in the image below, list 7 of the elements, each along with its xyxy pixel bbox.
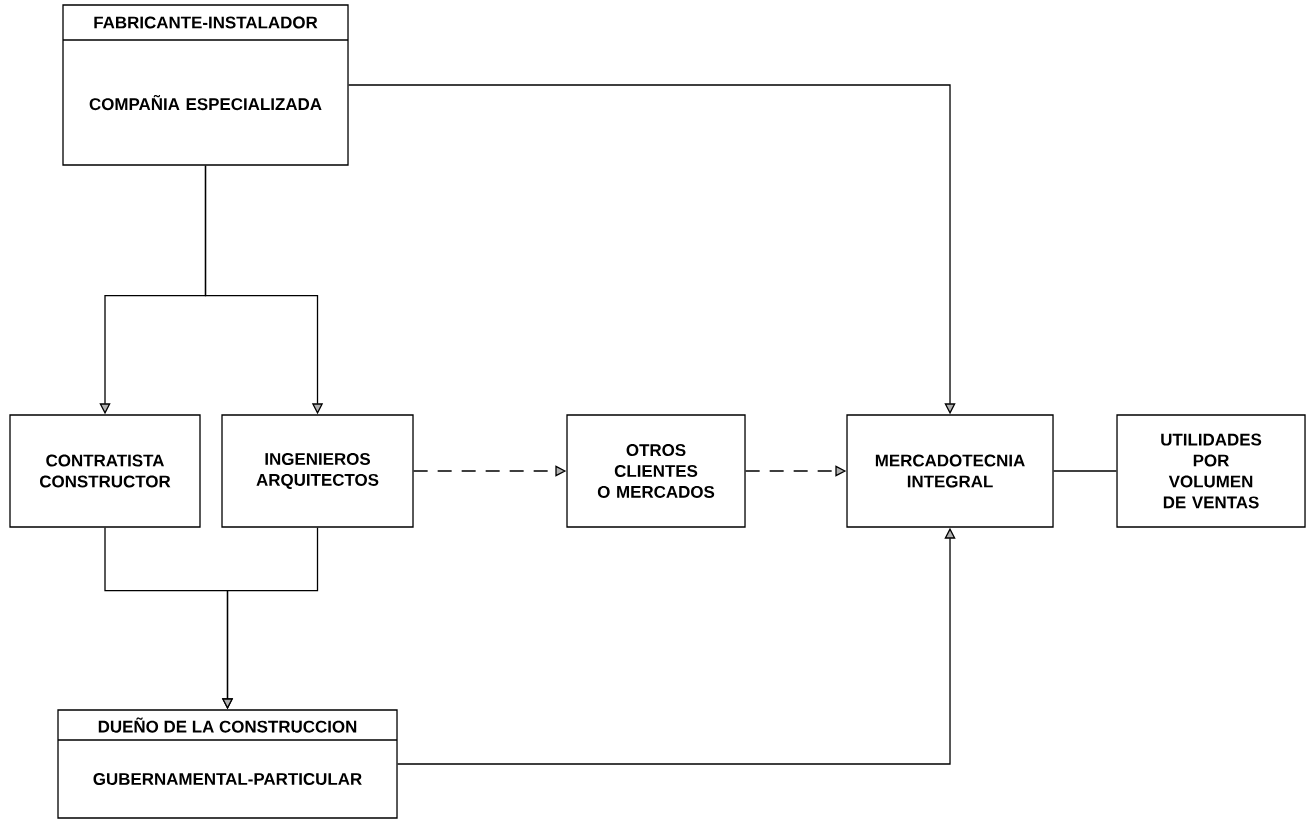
process-box: CONTRATISTA CONSTRUCTOR: [9, 414, 201, 528]
process-box: UTILIDADES POR VOLUMEN DE VENTAS: [1116, 414, 1306, 528]
process-box: DUEÑO DE LA CONSTRUCCION GUBERNAMENTAL-PARTICULAR: [57, 709, 398, 819]
process-box: FABRICANTE-INSTALADOR COMPAÑIA ESPECIALIZADA: [62, 4, 349, 166]
process-box: INGENIEROS ARQUITECTOS: [221, 414, 414, 528]
process-box: OTROS CLIENTES O MERCADOS: [566, 414, 746, 528]
process-box: MERCADOTECNIA INTEGRAL: [846, 414, 1054, 528]
